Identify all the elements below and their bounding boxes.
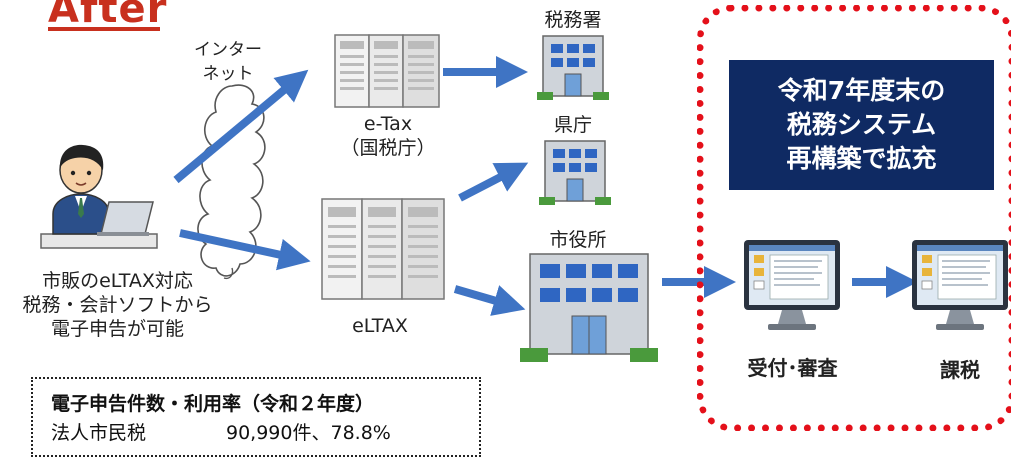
- tax-office-building-icon: [537, 35, 609, 100]
- person-at-laptop-icon: [40, 144, 158, 249]
- stats-row-name: 法人市民税: [51, 422, 147, 444]
- stats-row: 法人市民税 90,990件、78.8%: [51, 418, 479, 445]
- prefecture-building-icon: [539, 140, 611, 205]
- prefecture-label: 県庁: [553, 114, 592, 136]
- internet-label: インター ネット: [194, 40, 262, 84]
- arrow-user-to-etax: [173, 69, 309, 184]
- etax-label: e-Tax （国税庁）: [340, 113, 436, 159]
- taxation-monitor-icon: [912, 240, 1008, 330]
- arrow-user-to-eltax: [179, 229, 311, 271]
- stats-heading: 電子申告件数・利用率（令和２年度）: [51, 393, 375, 415]
- user-caption: 市販のeLTAX対応 税務・会計ソフトから 電子申告が可能: [22, 270, 213, 340]
- eltax-label: eLTAX: [352, 315, 408, 337]
- reception-monitor-icon: [744, 240, 840, 330]
- e-filing-stats-box: 電子申告件数・利用率（令和２年度） 法人市民税 90,990件、78.8%: [31, 377, 481, 457]
- stats-row-value: 90,990件、78.8%: [226, 422, 391, 444]
- eltax-server-rack-icon: [321, 198, 445, 300]
- city-hall-building-icon: [520, 253, 658, 362]
- step-reception-label: 受付･審査: [747, 356, 838, 380]
- page-title: After: [48, 0, 168, 32]
- title-underline: [48, 27, 160, 31]
- arrow-eltax-to-city-hall: [453, 285, 526, 316]
- arrow-eltax-to-prefecture: [458, 162, 529, 202]
- flow-arrows: [173, 56, 918, 316]
- tax-office-label: 税務署: [544, 9, 602, 31]
- step-taxation-label: 課税: [940, 358, 980, 382]
- system-rebuild-highlight: 令和7年度末の 税務システム 再構築で拡充: [729, 60, 994, 190]
- city-hall-label: 市役所: [549, 229, 607, 251]
- etax-server-rack-icon: [334, 34, 440, 108]
- new-system-boundary: [697, 5, 1011, 431]
